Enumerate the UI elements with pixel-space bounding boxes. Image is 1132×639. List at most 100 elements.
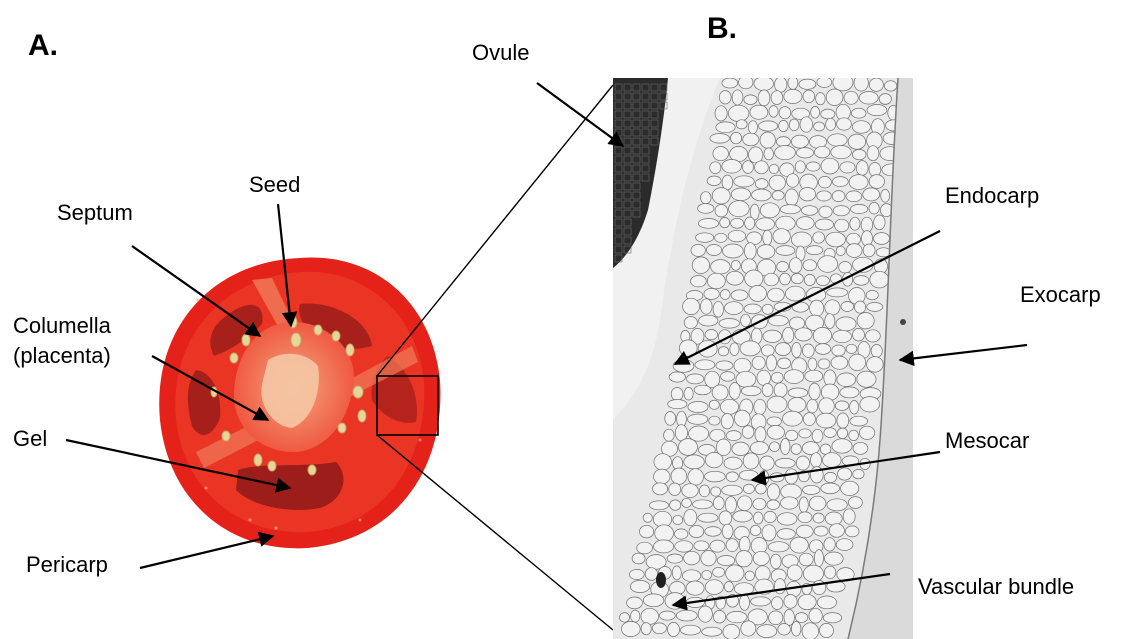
tissue-cell bbox=[796, 456, 809, 470]
tissue-cell bbox=[815, 344, 831, 355]
tissue-cell bbox=[853, 442, 868, 454]
tissue-cell bbox=[788, 76, 798, 89]
tissue-cell bbox=[836, 246, 845, 255]
tissue-cell bbox=[713, 147, 729, 161]
tissue-cell bbox=[667, 554, 683, 563]
tissue-cell bbox=[640, 525, 654, 538]
tissue-cell bbox=[787, 565, 802, 581]
tissue-cell bbox=[816, 413, 836, 428]
tissue-cell bbox=[722, 160, 742, 174]
zoom-connector-bottom bbox=[377, 435, 613, 630]
tissue-cell bbox=[753, 498, 766, 509]
tissue-cell bbox=[719, 511, 732, 525]
tissue-cell bbox=[682, 570, 700, 582]
tissue-cell bbox=[852, 149, 866, 159]
tissue-cell bbox=[686, 581, 704, 595]
tissue-cell bbox=[752, 356, 765, 369]
tissue-cell bbox=[732, 90, 743, 105]
tissue-cell bbox=[698, 606, 712, 622]
tissue-cell bbox=[664, 429, 675, 441]
tissue-cell bbox=[702, 627, 722, 636]
tissue-cell bbox=[780, 439, 790, 455]
tissue-cell bbox=[722, 524, 733, 538]
tissue-cell bbox=[824, 538, 835, 551]
tissue-cell bbox=[832, 345, 845, 356]
tissue-cell bbox=[688, 414, 708, 424]
tissue-cell bbox=[725, 497, 736, 513]
tissue-cell bbox=[867, 357, 884, 373]
tissue-cell bbox=[804, 274, 815, 285]
tissue-cell bbox=[806, 162, 820, 171]
tissue-cell bbox=[710, 162, 721, 174]
tissue-cell bbox=[774, 383, 787, 398]
label-gel: Gel bbox=[13, 426, 47, 451]
tissue-cell bbox=[757, 370, 771, 385]
tissue-cell bbox=[810, 300, 824, 316]
tissue-cell bbox=[826, 89, 843, 106]
tissue-cell bbox=[771, 91, 783, 105]
tissue-cell bbox=[820, 623, 834, 637]
tissue-cell bbox=[715, 205, 728, 217]
tissue-cell bbox=[812, 429, 823, 442]
tissue-cell bbox=[717, 556, 735, 566]
tissue-cell bbox=[730, 343, 739, 356]
tissue-cell bbox=[845, 526, 859, 537]
tissue-cell bbox=[711, 487, 721, 496]
tissue-cell bbox=[683, 298, 700, 314]
tomato-cross-section bbox=[159, 257, 440, 548]
tissue-cell bbox=[874, 215, 885, 230]
tissue-cell bbox=[803, 565, 823, 582]
tissue-cell bbox=[853, 328, 865, 341]
tissue-cell bbox=[736, 120, 747, 129]
tissue-cell bbox=[729, 201, 750, 217]
tissue-cell bbox=[654, 540, 674, 553]
tissue-cell bbox=[791, 232, 812, 247]
tissue-cell bbox=[785, 286, 805, 301]
tissue-cell bbox=[799, 429, 811, 438]
tissue-cell bbox=[740, 341, 760, 356]
tissue-cell bbox=[723, 244, 744, 258]
tissue-cell bbox=[819, 206, 832, 217]
tissue-cell bbox=[799, 79, 816, 89]
tissue-cell bbox=[741, 621, 756, 636]
tissue-cell bbox=[766, 355, 776, 371]
tissue-cell bbox=[768, 288, 785, 302]
tissue-cell bbox=[742, 426, 754, 439]
tissue-cell bbox=[853, 469, 864, 478]
tissue-cell bbox=[796, 525, 813, 538]
tissue-cell bbox=[871, 345, 882, 358]
tissue-cell bbox=[684, 455, 705, 469]
tissue-cell bbox=[726, 539, 738, 552]
tissue-cell bbox=[731, 188, 750, 201]
tissue-cell bbox=[881, 189, 890, 202]
tissue-cell bbox=[805, 370, 823, 382]
arrow-exocarp bbox=[900, 345, 1027, 360]
tissue-cell bbox=[837, 413, 849, 428]
tissue-cell bbox=[684, 387, 693, 400]
tissue-cell bbox=[879, 94, 891, 105]
tissue-cell bbox=[758, 90, 770, 106]
tissue-cell bbox=[852, 121, 870, 134]
tissue-cell bbox=[818, 359, 830, 369]
tissue-cell bbox=[792, 342, 802, 357]
tissue-cell bbox=[718, 347, 728, 356]
tissue-cell bbox=[731, 260, 740, 270]
tissue-cell bbox=[705, 527, 721, 537]
tissue-cell bbox=[838, 468, 852, 480]
tissue-cell bbox=[835, 219, 849, 232]
label-mesocar: Mesocar bbox=[945, 428, 1029, 453]
tissue-cell bbox=[781, 497, 799, 509]
panel-a-letter: A. bbox=[28, 29, 58, 62]
tissue-cell bbox=[769, 106, 778, 118]
tissue-cell bbox=[682, 498, 692, 507]
tissue-cell bbox=[848, 497, 862, 509]
tissue-cell bbox=[671, 388, 683, 401]
tissue-cell bbox=[641, 608, 659, 624]
tissue-cell bbox=[771, 554, 782, 569]
tissue-cell bbox=[803, 413, 815, 426]
label-pericarp: Pericarp bbox=[26, 552, 108, 577]
tissue-cell bbox=[803, 260, 817, 271]
tissue-cell bbox=[696, 233, 714, 243]
tissue-cell bbox=[738, 496, 752, 511]
tissue-cell bbox=[757, 245, 775, 259]
